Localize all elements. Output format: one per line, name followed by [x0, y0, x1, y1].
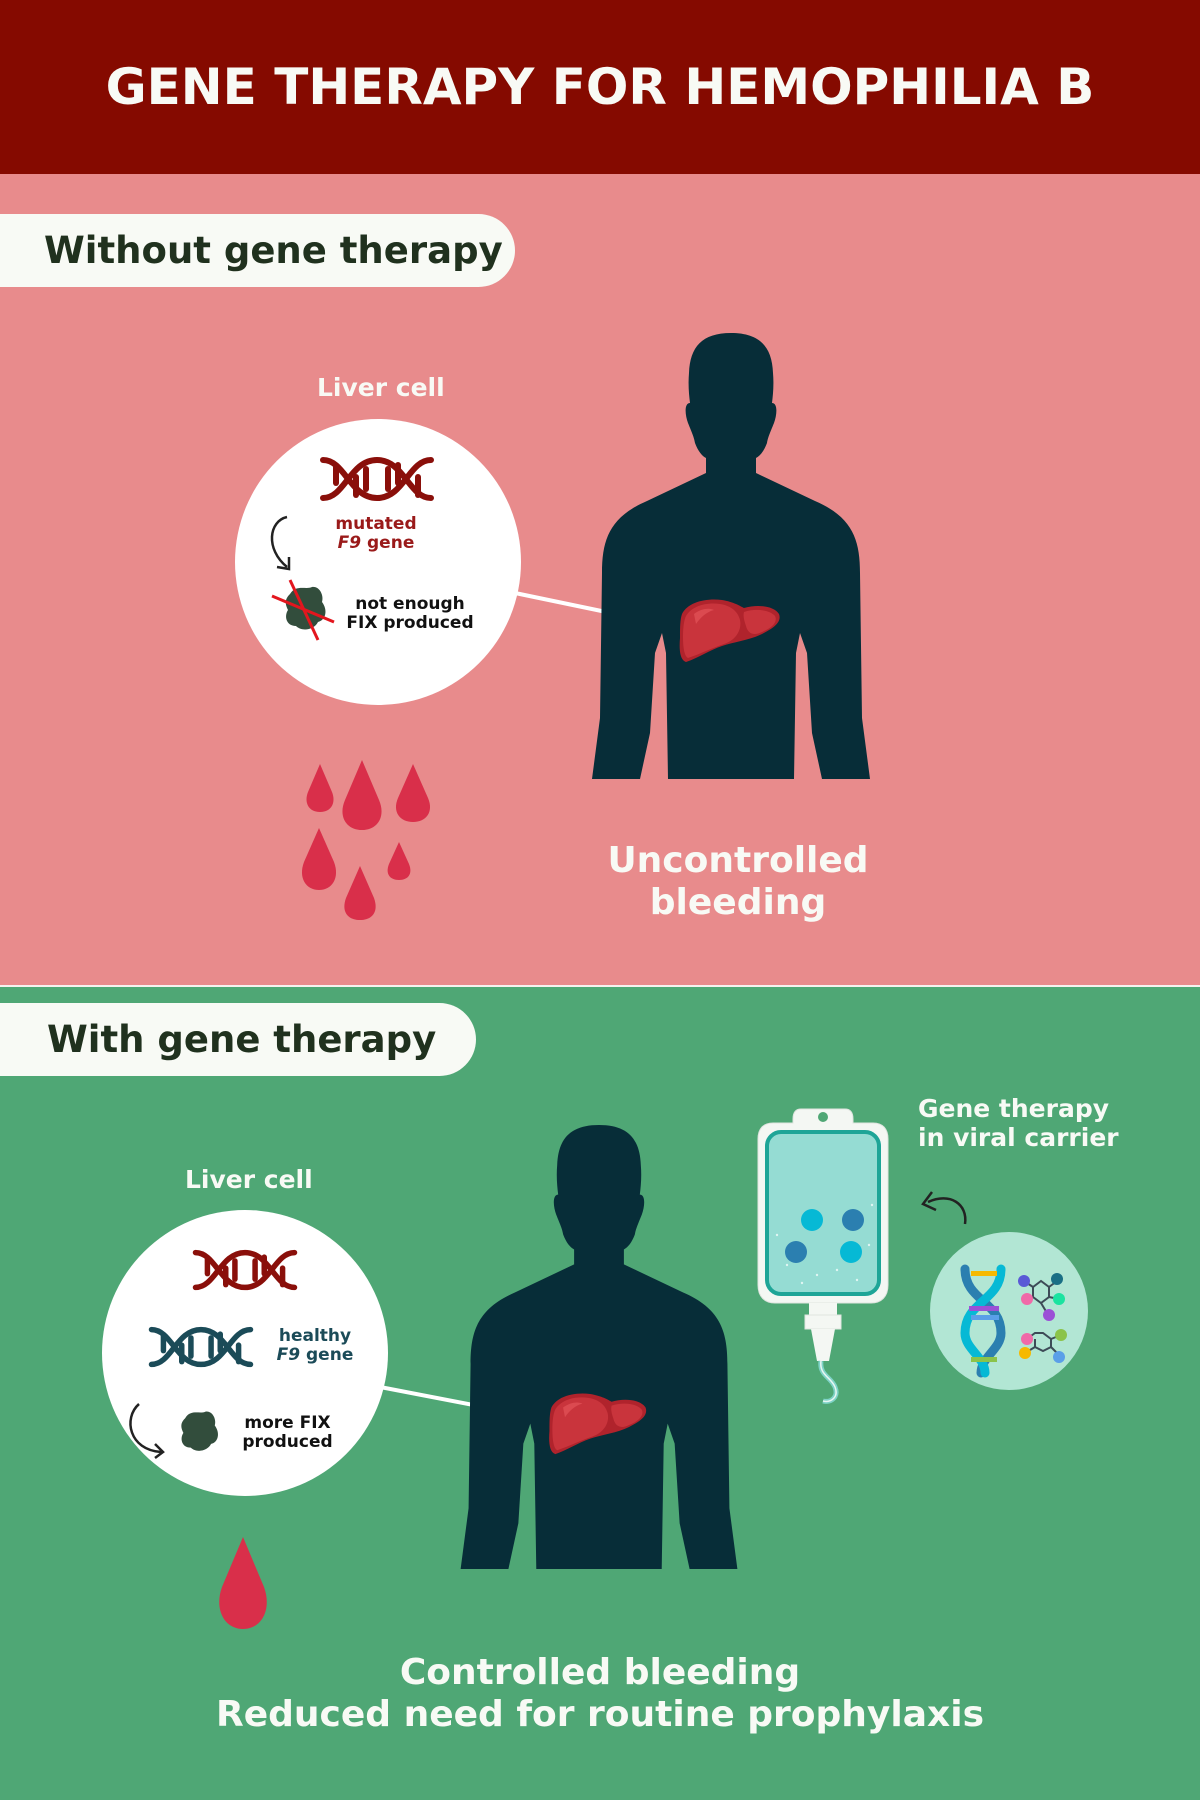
healthy-gene-label: healthy F9 gene — [276, 1326, 354, 1365]
outcome-without: Uncontrolled bleeding — [607, 840, 869, 923]
factor-ix-protein-icon — [285, 586, 326, 630]
factor-ix-protein-icon-2 — [181, 1411, 218, 1451]
blood-drops-icon — [301, 760, 431, 920]
blood-drop-icon — [219, 1537, 267, 1629]
iv-bag-icon — [757, 1108, 889, 1404]
with-section-title: With gene therapy — [47, 1018, 437, 1061]
curved-arrow-icon — [270, 515, 291, 571]
liver-cell-label-2: Liver cell — [185, 1165, 313, 1194]
liver-icon-1 — [679, 599, 780, 662]
dna-molecule-icon — [930, 1232, 1088, 1390]
viral-carrier-label: Gene therapy in viral carrier — [918, 1094, 1119, 1152]
header-banner: GENE THERAPY FOR HEMOPHILIA B — [0, 0, 1200, 174]
section-divider — [0, 985, 1200, 987]
with-section-label: With gene therapy — [0, 1003, 476, 1076]
protein-label-1: not enough FIX produced — [346, 594, 474, 633]
curved-arrow-icon-3 — [921, 1191, 967, 1225]
dna-icon-mutated — [192, 1249, 298, 1291]
outcome-with: Controlled bleeding Reduced need for rou… — [215, 1652, 985, 1735]
without-gene-therapy-section — [0, 174, 1200, 985]
dna-icon — [320, 456, 434, 502]
page-title: GENE THERAPY FOR HEMOPHILIA B — [105, 58, 1095, 116]
without-section-label: Without gene therapy — [0, 214, 515, 287]
protein-label-2: more FIX produced — [242, 1413, 333, 1452]
human-silhouette-2 — [460, 1125, 738, 1569]
mutated-gene-label: mutated F9 gene — [335, 514, 417, 553]
cross-out-icon — [271, 579, 335, 641]
without-section-title: Without gene therapy — [44, 229, 503, 272]
liver-icon-2 — [549, 1393, 647, 1455]
curved-arrow-icon-2 — [129, 1403, 165, 1459]
human-silhouette-1 — [592, 333, 870, 779]
liver-cell-label-1: Liver cell — [317, 373, 445, 402]
dna-icon-healthy — [148, 1326, 254, 1368]
liver-cell-circle-2 — [102, 1210, 388, 1496]
